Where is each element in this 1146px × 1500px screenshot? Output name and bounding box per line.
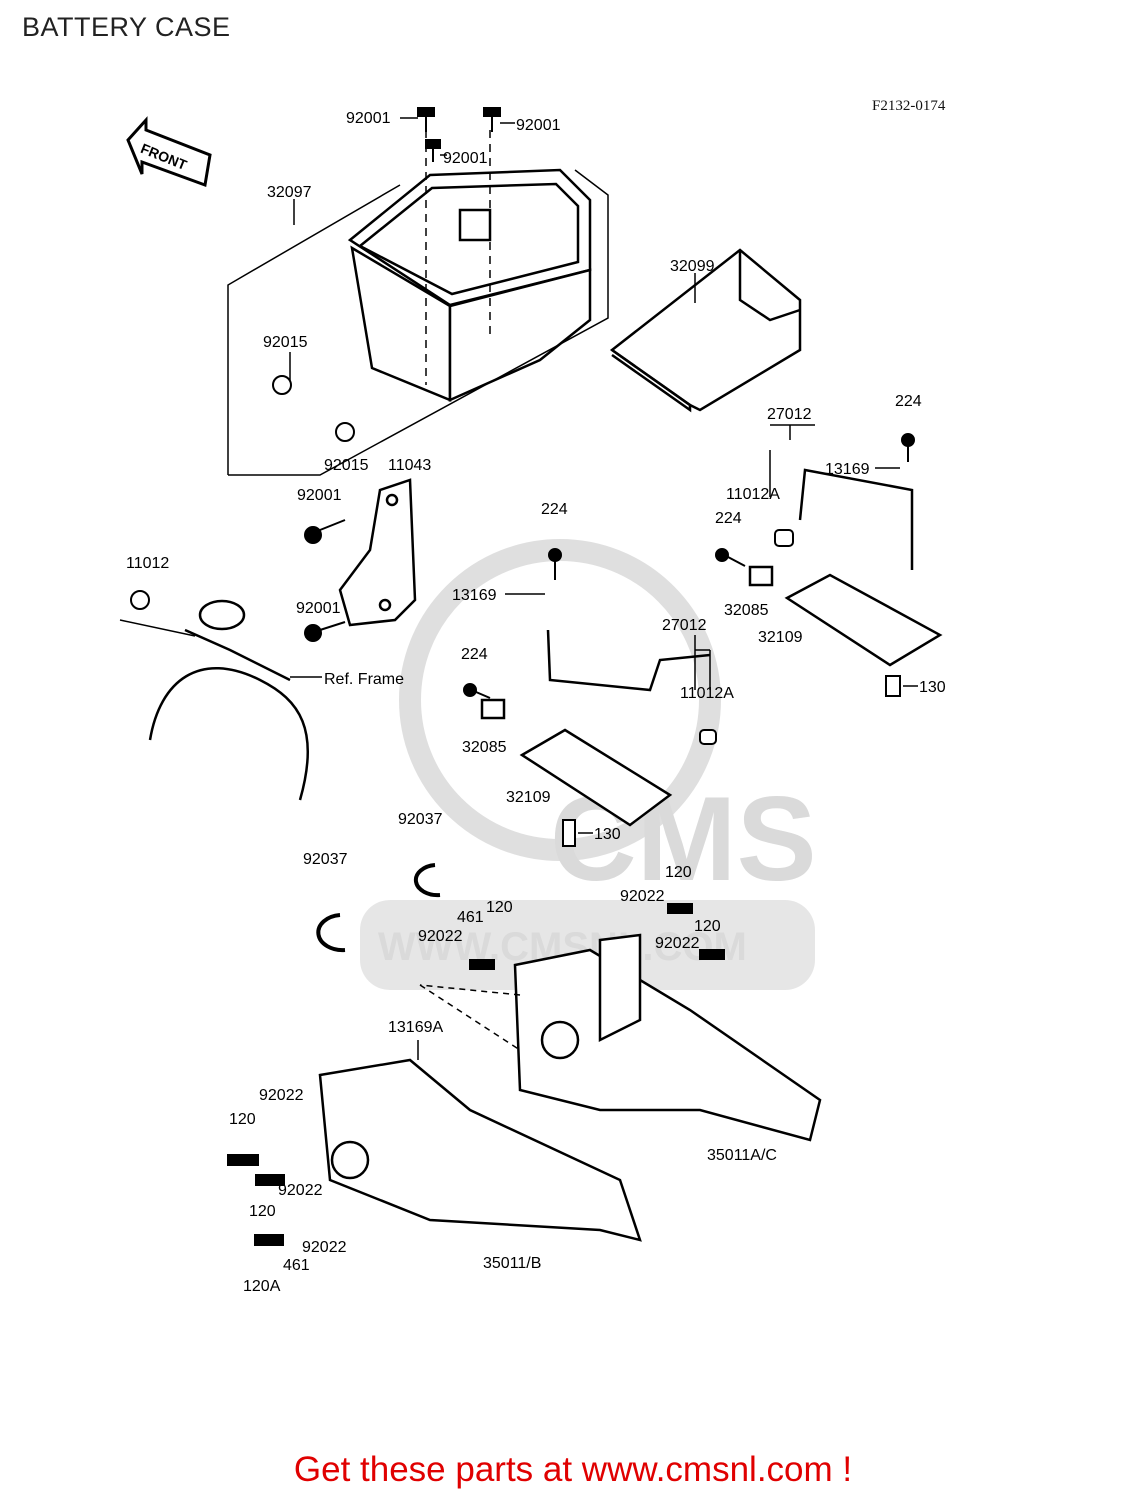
part-label[interactable]: 13169A bbox=[388, 1019, 443, 1036]
part-label[interactable]: 13169 bbox=[825, 461, 870, 478]
part-label[interactable]: 461 bbox=[457, 909, 484, 926]
part-label[interactable]: 120 bbox=[249, 1203, 276, 1220]
part-label[interactable]: 11043 bbox=[388, 457, 431, 474]
part-label[interactable]: 130 bbox=[594, 826, 621, 843]
part-label[interactable]: 35011/B bbox=[483, 1255, 541, 1272]
ref-frame-label: Ref. Frame bbox=[324, 671, 404, 688]
part-label[interactable]: 224 bbox=[541, 501, 568, 518]
battery-cover-32099 bbox=[609, 248, 802, 413]
retaining-rings-92037 bbox=[316, 863, 441, 953]
part-label[interactable]: 92001 bbox=[297, 487, 342, 504]
part-label[interactable]: 92022 bbox=[418, 928, 463, 945]
footrest-bracket-35011b bbox=[318, 1058, 642, 1242]
bolt-icons bbox=[130, 107, 915, 1246]
part-label[interactable]: 11012A bbox=[680, 685, 734, 702]
part-label[interactable]: 92037 bbox=[398, 811, 443, 828]
front-arrow-icon: FRONT bbox=[126, 116, 212, 188]
part-label[interactable]: 32109 bbox=[758, 629, 803, 646]
part-label[interactable]: 120A bbox=[243, 1278, 281, 1295]
part-label[interactable]: 120 bbox=[229, 1111, 256, 1128]
part-label[interactable]: 92001 bbox=[516, 117, 561, 134]
part-label[interactable]: 120 bbox=[665, 864, 692, 881]
part-label[interactable]: 120 bbox=[486, 899, 513, 916]
part-label[interactable]: 92022 bbox=[302, 1239, 347, 1256]
page-title: BATTERY CASE bbox=[22, 12, 231, 42]
part-label[interactable]: 32085 bbox=[724, 602, 769, 619]
part-label[interactable]: 11012A bbox=[726, 486, 780, 503]
part-label[interactable]: 130 bbox=[919, 679, 946, 696]
part-label[interactable]: 32085 bbox=[462, 739, 507, 756]
leader-lines bbox=[119, 117, 918, 1060]
part-label[interactable]: 224 bbox=[715, 510, 742, 527]
part-label[interactable]: 461 bbox=[283, 1257, 310, 1274]
part-label[interactable]: 92022 bbox=[655, 935, 700, 952]
bracket-11043 bbox=[338, 478, 417, 627]
ref-frame-fragment bbox=[148, 599, 309, 801]
part-labels: 92001 92001 92001 32097 32099 92015 9201… bbox=[126, 110, 946, 1295]
diagram-code: F2132-0174 bbox=[872, 98, 946, 114]
part-label[interactable]: 35011A/C bbox=[707, 1147, 777, 1164]
part-label[interactable]: 92001 bbox=[346, 110, 391, 127]
battery-holder-upper bbox=[748, 468, 943, 667]
footrest-bracket-35011ac bbox=[513, 933, 822, 1142]
part-label[interactable]: 120 bbox=[694, 918, 721, 935]
part-label[interactable]: 92015 bbox=[324, 457, 369, 474]
dashed-leader-32097 bbox=[227, 130, 609, 476]
part-label[interactable]: 224 bbox=[461, 646, 488, 663]
part-label[interactable]: 32097 bbox=[267, 184, 312, 201]
part-label[interactable]: 92015 bbox=[263, 334, 308, 351]
battery-case-32097 bbox=[347, 168, 592, 402]
part-label[interactable]: 32099 bbox=[670, 258, 715, 275]
part-label[interactable]: 92022 bbox=[259, 1087, 304, 1104]
part-label[interactable]: 224 bbox=[895, 393, 922, 410]
part-label[interactable]: 27012 bbox=[662, 617, 707, 634]
part-label[interactable]: 13169 bbox=[452, 587, 497, 604]
part-label[interactable]: 32109 bbox=[506, 789, 551, 806]
part-label[interactable]: 92001 bbox=[296, 600, 341, 617]
part-label[interactable]: 11012 bbox=[126, 555, 169, 572]
footer-link[interactable]: Get these parts at www.cmsnl.com ! bbox=[293, 1450, 853, 1489]
part-label[interactable]: 92022 bbox=[278, 1182, 323, 1199]
part-label[interactable]: 92037 bbox=[303, 851, 348, 868]
part-label[interactable]: 92001 bbox=[443, 150, 488, 167]
part-label[interactable]: 27012 bbox=[767, 406, 812, 423]
battery-holder-lower bbox=[480, 629, 711, 827]
part-label[interactable]: 92022 bbox=[620, 888, 665, 905]
